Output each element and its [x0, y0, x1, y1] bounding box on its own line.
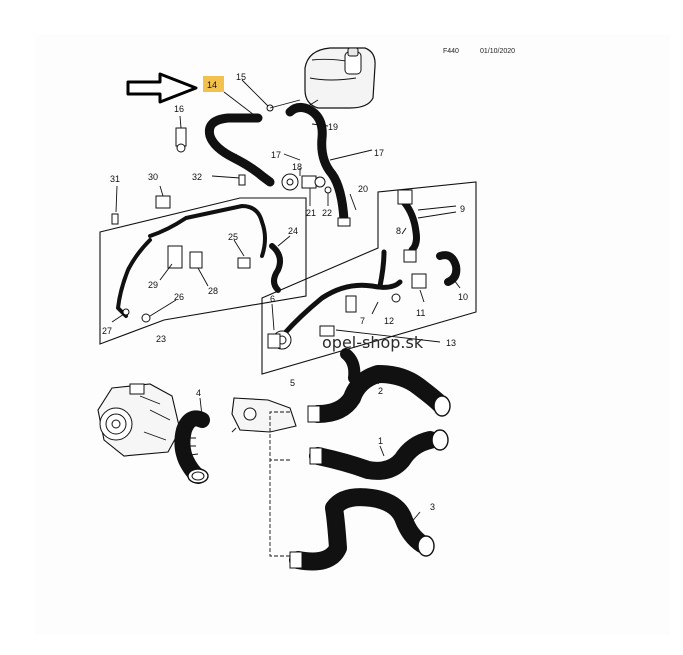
- coolant-reservoir[interactable]: [299, 47, 376, 109]
- callout-17a: 17: [271, 150, 281, 160]
- callout-30: 30: [148, 172, 158, 182]
- fitting-18[interactable]: [281, 173, 326, 191]
- thermostat-housing[interactable]: [231, 397, 297, 433]
- callout-23: 23: [156, 334, 166, 344]
- clip-16[interactable]: [175, 127, 187, 153]
- diagram-sheet: [35, 35, 670, 635]
- callout-9: 9: [460, 204, 465, 214]
- hose-2[interactable]: [307, 348, 451, 423]
- hose-14[interactable]: [204, 113, 275, 187]
- callout-21: 21: [306, 208, 316, 218]
- callout-16: 16: [174, 104, 184, 114]
- pipe-assembly-5[interactable]: [267, 189, 461, 350]
- hose-3[interactable]: [289, 488, 435, 571]
- callout-12: 12: [384, 316, 394, 326]
- diagram-code: F440: [443, 48, 459, 55]
- callout-25: 25: [228, 232, 238, 242]
- callout-22: 22: [322, 208, 332, 218]
- callout-15: 15: [236, 72, 246, 82]
- callout-14: 14: [207, 80, 217, 90]
- hose-1[interactable]: [309, 429, 449, 480]
- callout-24: 24: [288, 226, 298, 236]
- callout-29: 29: [148, 280, 158, 290]
- hose-4[interactable]: [174, 410, 210, 484]
- callout-18: 18: [292, 162, 302, 172]
- pipe-assembly-23[interactable]: [111, 195, 283, 323]
- water-pump[interactable]: [97, 383, 181, 457]
- callout-3: 3: [430, 502, 435, 512]
- callout-28: 28: [208, 286, 218, 296]
- highlight-box[interactable]: [203, 76, 224, 92]
- guide-line: [269, 411, 290, 557]
- callout-13: 13: [446, 338, 456, 348]
- callout-4: 4: [196, 388, 201, 398]
- callout-26: 26: [174, 292, 184, 302]
- callout-32: 32: [192, 172, 202, 182]
- pointer-arrow-icon: [126, 72, 198, 104]
- callout-7: 7: [360, 316, 365, 326]
- watermark: opel-shop.sk: [322, 333, 424, 352]
- callout-27: 27: [102, 326, 112, 336]
- group-box-5: [261, 181, 477, 375]
- callout-11: 11: [416, 308, 425, 318]
- callout-20: 20: [358, 184, 368, 194]
- callout-8: 8: [396, 226, 401, 236]
- callout-5: 5: [290, 378, 295, 388]
- callout-6: 6: [270, 294, 275, 304]
- callout-1: 1: [378, 436, 383, 446]
- callout-17b: 17: [374, 148, 384, 158]
- group-box-23: [99, 197, 307, 345]
- callout-19: 19: [328, 122, 338, 132]
- callout-31: 31: [110, 174, 120, 184]
- callout-10: 10: [458, 292, 468, 302]
- callout-2: 2: [378, 386, 383, 396]
- hose-19[interactable]: [285, 102, 351, 227]
- diagram-date: 01/10/2020: [480, 48, 516, 55]
